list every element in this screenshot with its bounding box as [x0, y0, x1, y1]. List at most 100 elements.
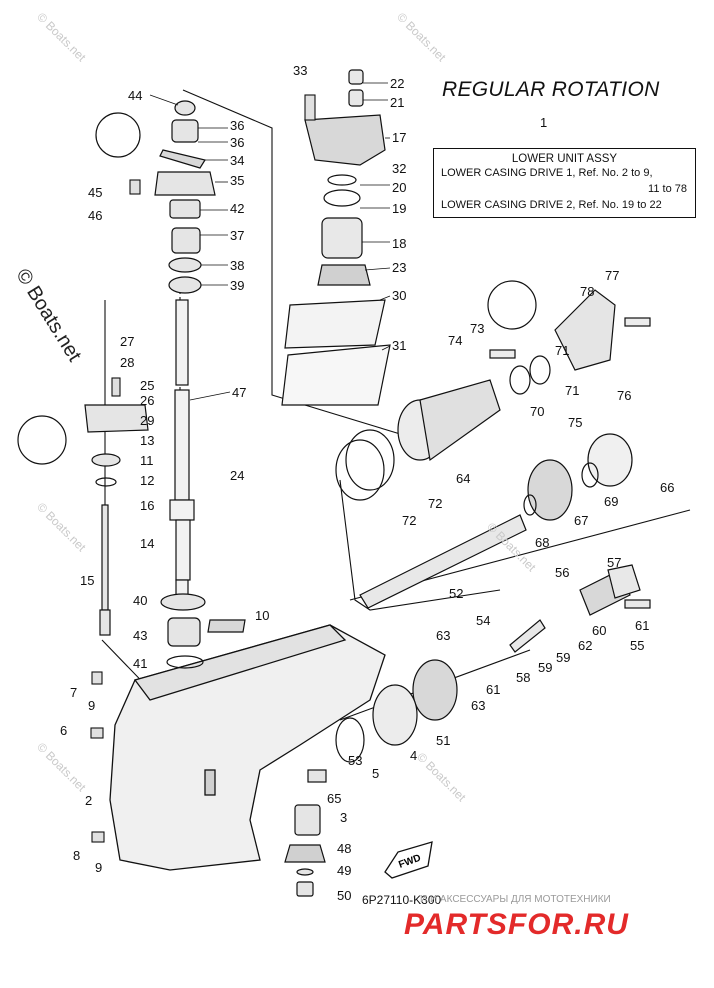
part-number-label: 17	[392, 130, 406, 145]
part-number-label: 36	[230, 135, 244, 150]
part-number-label: 63	[436, 628, 450, 643]
part-number-label: 72	[428, 496, 442, 511]
part-number-label: 23	[392, 260, 406, 275]
part-number-label: 73	[470, 321, 484, 336]
water-pump-assembly	[281, 69, 391, 406]
part-code: 6P27110-K300	[362, 893, 442, 907]
guide-line-upper	[182, 89, 421, 441]
assembly-ref-number: 1	[540, 115, 548, 130]
part-number-label: 2	[85, 793, 92, 808]
part-number-label: 50	[337, 888, 351, 903]
part-number-label: 52	[449, 586, 463, 601]
part-number-label: 4	[410, 748, 417, 763]
part-number-label: 37	[230, 228, 244, 243]
part-number-label: 67	[574, 513, 588, 528]
part-number-label: 68	[535, 535, 549, 550]
part-number-label: 41	[133, 656, 147, 671]
part-number-label: 43	[133, 628, 147, 643]
part-number-label: 8	[73, 848, 80, 863]
part-number-label: 49	[337, 863, 351, 878]
part-number-label: 48	[337, 841, 351, 856]
assembly-legend-box: LOWER UNIT ASSY LOWER CASING DRIVE 1, Re…	[433, 148, 696, 218]
vendor-tagline: И И АКСЕССУАРЫ ДЛЯ МОТОТЕХНИКИ	[420, 894, 611, 905]
part-number-label: 54	[476, 613, 490, 628]
part-number-label: 6	[60, 723, 67, 738]
part-number-label: 75	[568, 415, 582, 430]
part-number-label: 36	[230, 118, 244, 133]
part-number-label: 39	[230, 278, 244, 293]
propeller-shaft-assembly	[335, 433, 651, 763]
part-number-label: 14	[140, 536, 154, 551]
part-number-label: 26	[140, 393, 154, 408]
bearing-carrier-assembly	[335, 289, 651, 501]
part-number-label: 12	[140, 473, 154, 488]
part-number-label: 62	[578, 638, 592, 653]
assembly-line-2: 11 to 78	[648, 183, 687, 195]
part-number-label: 58	[516, 670, 530, 685]
drive-shaft-lower-parts	[160, 593, 246, 669]
part-number-label: 9	[88, 698, 95, 713]
part-number-label: 16	[140, 498, 154, 513]
part-number-label: 76	[617, 388, 631, 403]
vendor-logo: PARTSFOR.RU	[404, 908, 629, 941]
part-number-label: 72	[402, 513, 416, 528]
part-number-label: 57	[607, 555, 621, 570]
part-number-label: 15	[80, 573, 94, 588]
part-number-label: 21	[390, 95, 404, 110]
part-number-label: 24	[230, 468, 244, 483]
assembly-line-1: LOWER CASING DRIVE 1, Ref. No. 2 to 9,	[441, 167, 653, 179]
part-number-label: 42	[230, 201, 244, 216]
part-number-label: 5	[372, 766, 379, 781]
leader-lines	[149, 82, 391, 401]
part-number-label: 20	[392, 180, 406, 195]
part-number-label: 44	[128, 88, 142, 103]
part-number-label: 61	[486, 682, 500, 697]
part-number-label: 65	[327, 791, 341, 806]
diagram-title: REGULAR ROTATION	[442, 78, 660, 101]
part-number-label: 9	[95, 860, 102, 875]
part-number-label: 7	[70, 685, 77, 700]
part-number-label: 71	[555, 343, 569, 358]
part-number-label: 74	[448, 333, 462, 348]
assembly-line-3: LOWER CASING DRIVE 2, Ref. No. 19 to 22	[441, 199, 662, 211]
part-number-label: 56	[555, 565, 569, 580]
part-number-label: 59	[556, 650, 570, 665]
guide-line-prop	[339, 479, 501, 611]
part-number-label: 46	[88, 208, 102, 223]
part-number-label: 53	[348, 753, 362, 768]
part-number-label: 13	[140, 433, 154, 448]
part-number-label: 11	[140, 453, 154, 468]
part-number-label: 47	[232, 385, 246, 400]
part-number-label: 30	[392, 288, 406, 303]
fwd-arrow	[384, 841, 433, 879]
part-number-label: 28	[120, 355, 134, 370]
part-number-label: 32	[392, 161, 406, 176]
part-number-label: 61	[635, 618, 649, 633]
pinion-stack	[284, 769, 327, 897]
part-number-label: 34	[230, 153, 244, 168]
small-fasteners	[90, 94, 316, 843]
lower-casing	[109, 624, 386, 871]
part-number-label: 59	[538, 660, 552, 675]
part-number-label: 19	[392, 201, 406, 216]
part-number-label: 18	[392, 236, 406, 251]
part-number-label: 22	[390, 76, 404, 91]
part-number-label: 51	[436, 733, 450, 748]
part-number-label: 60	[592, 623, 606, 638]
part-number-label: 25	[140, 378, 154, 393]
part-number-label: 31	[392, 338, 406, 353]
part-number-label: 10	[255, 608, 269, 623]
part-number-label: 33	[293, 63, 307, 78]
part-number-label: 77	[605, 268, 619, 283]
part-number-label: 78	[580, 284, 594, 299]
drive-shaft	[169, 299, 195, 596]
part-number-label: 35	[230, 173, 244, 188]
part-number-label: 64	[456, 471, 470, 486]
part-number-label: 71	[565, 383, 579, 398]
part-number-label: 29	[140, 413, 154, 428]
part-number-label: 55	[630, 638, 644, 653]
detail-callouts	[17, 112, 537, 465]
part-number-label: 45	[88, 185, 102, 200]
upper-seal-stack	[154, 100, 216, 294]
part-number-label: 27	[120, 334, 134, 349]
